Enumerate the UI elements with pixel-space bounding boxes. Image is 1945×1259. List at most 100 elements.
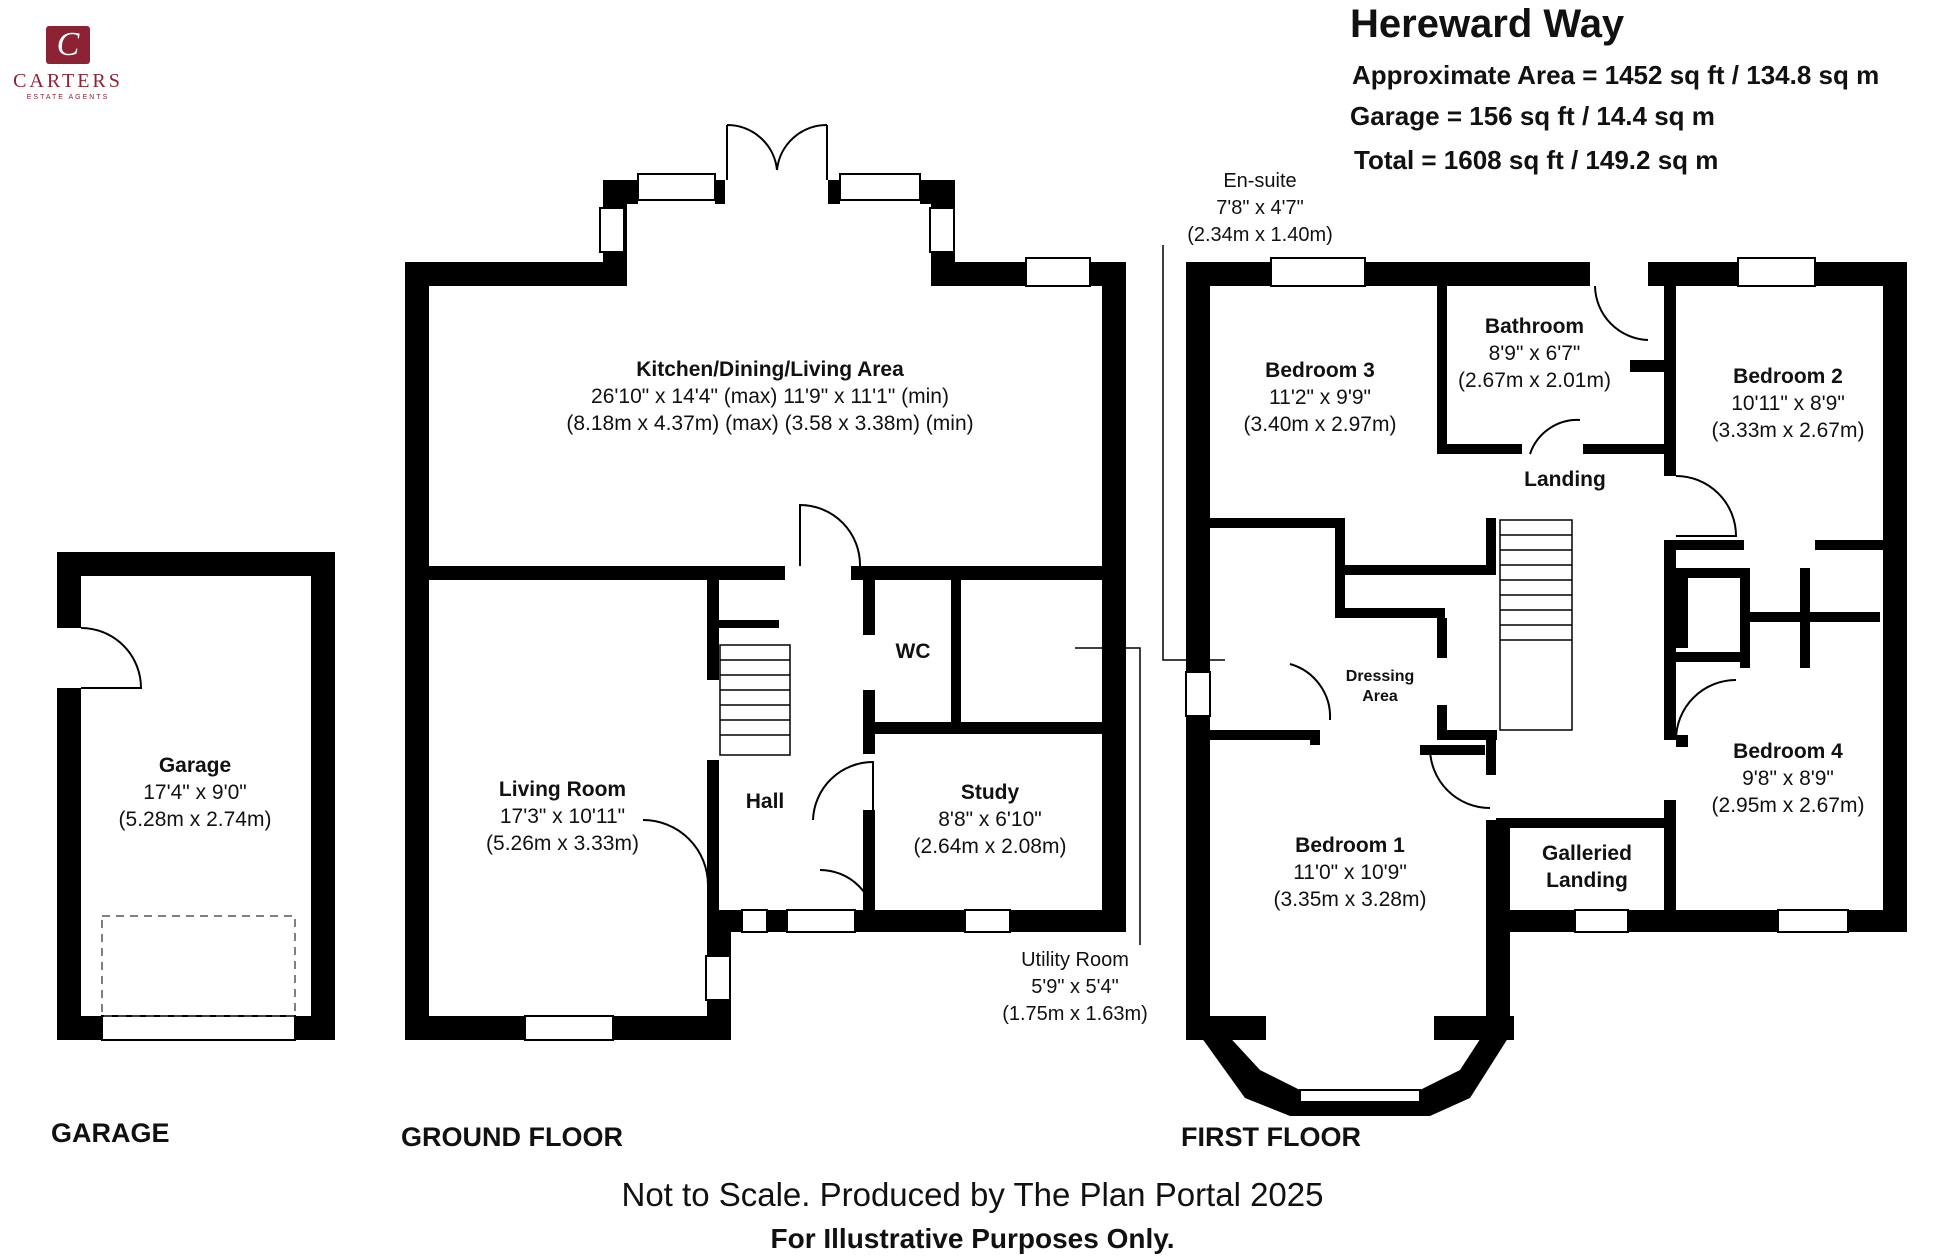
window xyxy=(964,909,1011,933)
wall xyxy=(1335,575,1345,617)
wall xyxy=(828,180,840,204)
door-swing xyxy=(1429,747,1491,809)
wall xyxy=(1186,262,1210,1040)
approx-area: Approximate Area = 1452 sq ft / 134.8 sq… xyxy=(1352,60,1880,90)
room-name: Galleried Landing xyxy=(1542,842,1632,892)
door-swing xyxy=(1675,679,1737,741)
room-imperial: 11'0" x 10'9" xyxy=(1293,861,1407,884)
room-name: Bedroom 2 xyxy=(1733,365,1843,388)
room-bedroom1: Bedroom 1 11'0" x 10'9" (3.35m x 3.28m) xyxy=(1240,832,1460,913)
footer-disclaimer: Not to Scale. Produced by The Plan Porta… xyxy=(621,1176,1324,1213)
window xyxy=(599,207,625,253)
door-swing xyxy=(80,627,143,689)
room-dressing: Dressing Area xyxy=(1345,667,1415,707)
room-garage: Garage 17'4" x 9'0" (5.28m x 2.74m) xyxy=(95,752,295,833)
room-name: Landing xyxy=(1524,468,1606,491)
walls xyxy=(57,180,1907,1040)
wall xyxy=(57,552,81,628)
door-swing xyxy=(642,819,709,886)
room-metric: (2.64m x 2.08m) xyxy=(913,835,1067,858)
room-name: Kitchen/Dining/Living Area xyxy=(636,358,904,381)
wall xyxy=(1648,262,1738,286)
logo-name: CARTERS xyxy=(13,70,123,92)
room-imperial: 7'8" x 4'7" xyxy=(1216,197,1304,219)
wall xyxy=(1310,730,1320,745)
wall xyxy=(1676,652,1746,662)
room-name: Study xyxy=(960,781,1020,804)
door-swing xyxy=(819,869,876,926)
room-metric: (2.95m x 2.67m) xyxy=(1711,794,1865,817)
wall xyxy=(405,1016,525,1040)
footer-illustrative: For Illustrative Purposes Only. xyxy=(770,1223,1175,1254)
room-bedroom2: Bedroom 2 10'11" x 8'9" (3.33m x 2.67m) xyxy=(1688,363,1888,444)
room-utility: Utility Room 5'9" x 5'4" (1.75m x 1.63m) xyxy=(960,947,1190,1028)
room-wc: WC xyxy=(875,638,951,665)
room-bathroom: Bathroom 8'9" x 6'7" (2.67m x 2.01m) xyxy=(1447,313,1622,394)
room-name: WC xyxy=(895,640,931,663)
wall xyxy=(719,620,779,628)
wall xyxy=(1486,740,1496,775)
wall xyxy=(1335,565,1495,575)
wall xyxy=(1102,262,1126,932)
room-bedroom3: Bedroom 3 11'2" x 9'9" (3.40m x 2.97m) xyxy=(1220,357,1420,438)
wall xyxy=(57,1016,102,1040)
room-name: Bedroom 4 xyxy=(1733,740,1843,763)
wall xyxy=(1883,262,1907,932)
door-swing xyxy=(812,760,874,821)
room-landing: Landing xyxy=(1510,466,1620,493)
room-metric: (3.40m x 2.97m) xyxy=(1243,413,1397,436)
wall xyxy=(715,180,725,204)
window xyxy=(1299,1089,1421,1103)
wall xyxy=(707,580,719,680)
wall xyxy=(931,262,1026,286)
room-study: Study 8'8" x 6'10" (2.64m x 2.08m) xyxy=(880,779,1100,860)
wall xyxy=(1437,730,1497,740)
door-swing xyxy=(799,503,862,567)
room-name: Garage xyxy=(158,754,232,777)
wall xyxy=(1496,818,1671,828)
room-imperial: 8'9" x 6'7" xyxy=(1488,342,1581,365)
door-swing xyxy=(1594,285,1649,341)
window xyxy=(637,173,716,201)
room-galleried-landing: Galleried Landing xyxy=(1512,840,1662,894)
window xyxy=(524,1015,614,1041)
wall xyxy=(1676,578,1688,648)
room-imperial: 26'10" x 14'4" (max) 11'9" x 11'1" (min) xyxy=(591,385,949,408)
wall xyxy=(1815,540,1907,550)
door-swing xyxy=(726,123,778,180)
bay-window-wall xyxy=(1186,1016,1510,1116)
wall xyxy=(311,552,335,1040)
window xyxy=(839,173,921,201)
wall xyxy=(405,262,429,1040)
wall xyxy=(1486,518,1496,575)
room-metric: (2.34m x 1.40m) xyxy=(1187,224,1333,246)
room-metric: (3.33m x 2.67m) xyxy=(1711,419,1865,442)
room-kitchen: Kitchen/Dining/Living Area 26'10" x 14'4… xyxy=(440,356,1100,437)
window xyxy=(1270,257,1366,287)
utility-leader xyxy=(1075,647,1141,945)
room-name: Bathroom xyxy=(1484,315,1585,338)
wall xyxy=(1848,910,1907,932)
door-swing xyxy=(776,123,828,180)
wall xyxy=(1335,528,1345,573)
wall xyxy=(1200,730,1320,740)
wall xyxy=(767,910,787,932)
wall xyxy=(1676,735,1688,747)
wall xyxy=(875,722,1125,734)
window xyxy=(1185,671,1211,717)
room-metric: (5.26m x 3.33m) xyxy=(486,832,639,855)
property-title: Hereward Way xyxy=(1350,2,1625,46)
window xyxy=(101,1015,296,1041)
wall xyxy=(863,690,875,745)
door-swing xyxy=(1289,663,1332,721)
room-name: Bedroom 1 xyxy=(1295,834,1405,857)
floor-label-ground: GROUND FLOOR xyxy=(401,1122,623,1152)
wall xyxy=(1664,540,1676,740)
wall xyxy=(1583,444,1673,454)
wall xyxy=(1437,618,1447,658)
window xyxy=(1777,909,1849,933)
wall xyxy=(1630,360,1664,372)
garage-door-dashed xyxy=(101,915,296,1017)
wall xyxy=(1664,286,1676,476)
ensuite-leader xyxy=(1162,245,1225,661)
